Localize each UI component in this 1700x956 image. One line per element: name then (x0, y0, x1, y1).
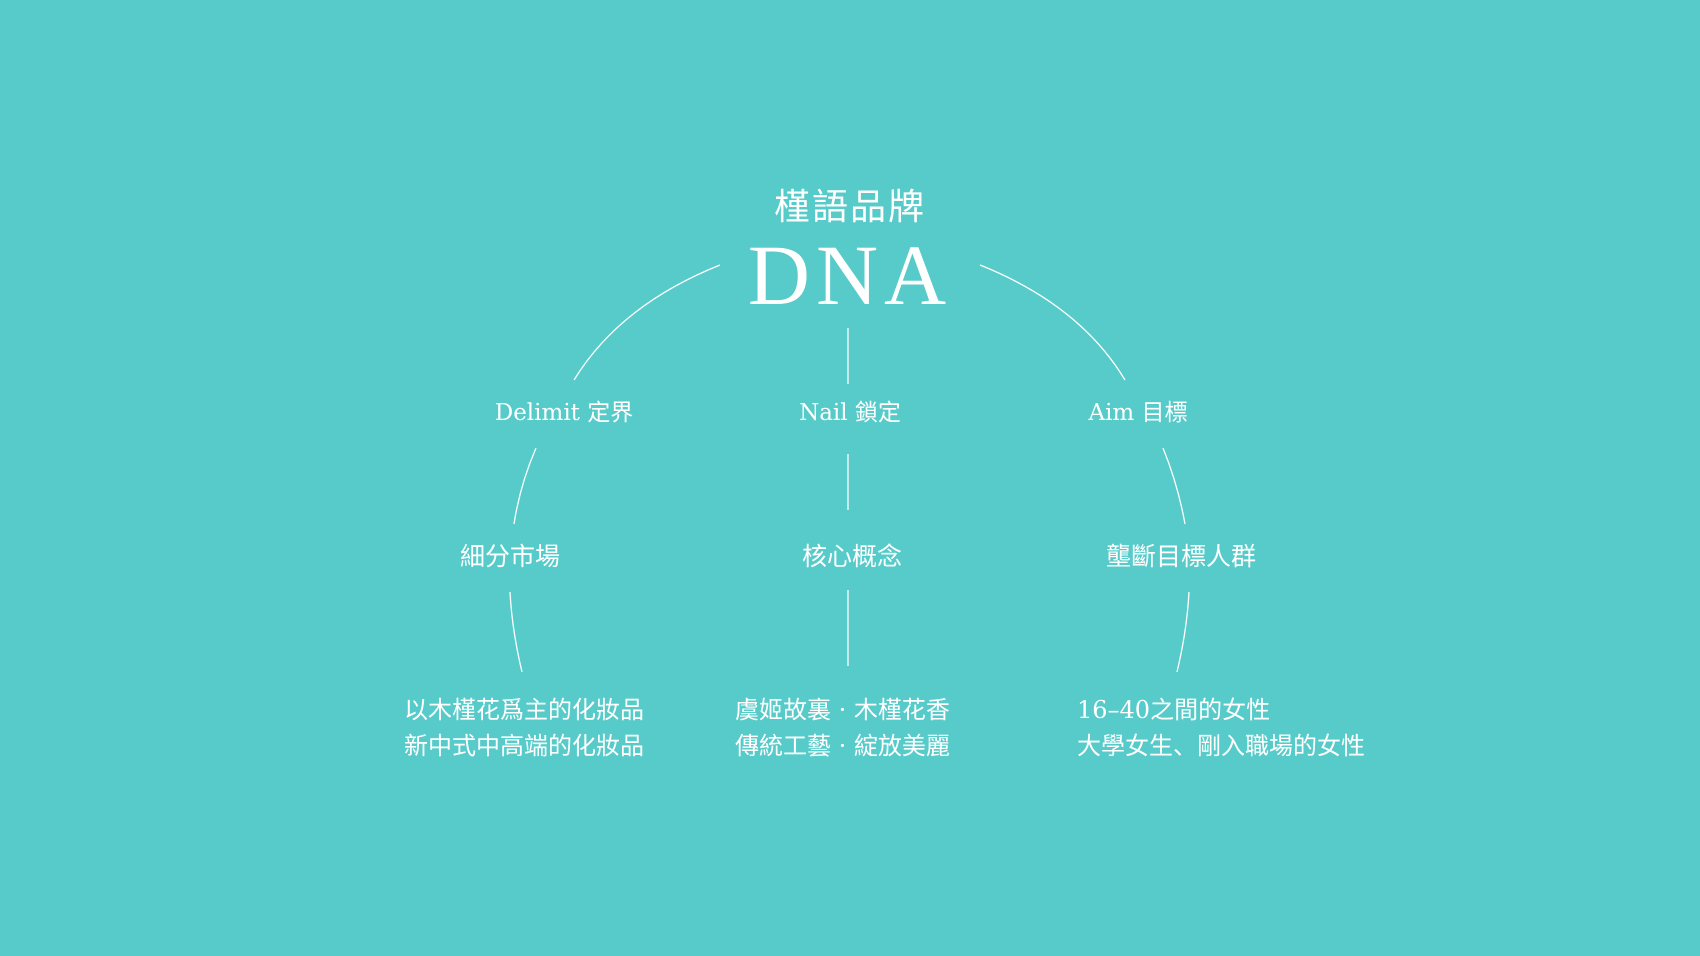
arc-left-top (573, 264, 721, 381)
details-aim: 16–40之間的女性 大學女生、剛入職場的女性 (1077, 692, 1365, 764)
detail-line: 以木槿花爲主的化妝品 (404, 696, 644, 724)
branch-label-nail: Nail 鎖定 (799, 400, 901, 426)
arc-right-mid (1162, 447, 1186, 525)
concept-segment-market: 細分市場 (459, 542, 561, 571)
arc-right-bottom (1176, 591, 1190, 673)
title-dna: DNA (747, 227, 953, 323)
branch-label-aim: Aim 目標 (1088, 400, 1188, 426)
concept-core: 核心概念 (801, 542, 903, 571)
detail-line: 傳統工藝 · 綻放美麗 (735, 732, 950, 760)
arc-right-top (979, 264, 1126, 381)
detail-line: 新中式中高端的化妝品 (404, 732, 644, 760)
concept-target-audience: 壟斷目標人群 (1105, 542, 1257, 571)
arc-left-bottom (509, 591, 523, 673)
title-chinese: 槿語品牌 (773, 187, 927, 228)
details-nail: 虞姬故裏 · 木槿花香 傳統工藝 · 綻放美麗 (735, 692, 950, 764)
branch-label-delimit: Delimit 定界 (494, 400, 634, 426)
detail-line: 大學女生、剛入職場的女性 (1077, 732, 1365, 760)
details-delimit: 以木槿花爲主的化妝品 新中式中高端的化妝品 (404, 692, 644, 764)
arc-left-mid (513, 447, 537, 525)
detail-line: 虞姬故裏 · 木槿花香 (735, 696, 950, 724)
detail-line: 16–40之間的女性 (1077, 696, 1271, 724)
